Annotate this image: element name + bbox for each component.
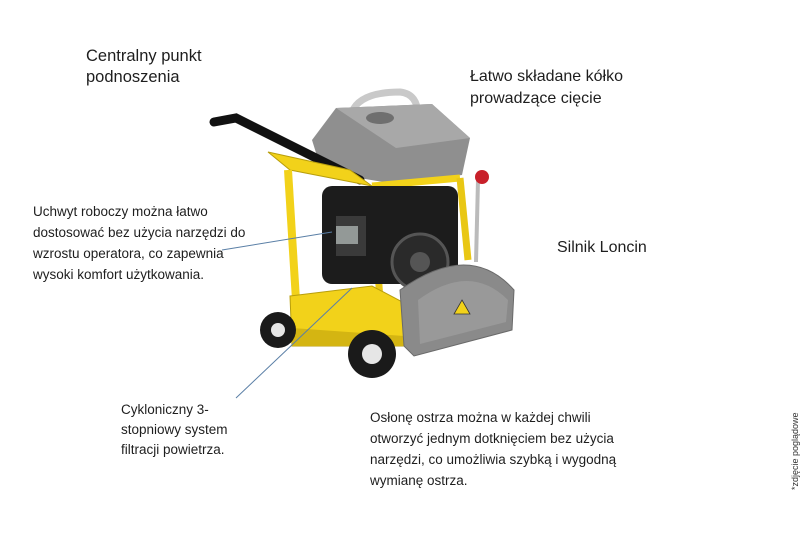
illustrative-photo-note: *zdjęcie poglądowe [790,412,800,490]
pointer-filter [235,287,353,399]
label-handle: Uchwyt roboczy można łatwo dostosować be… [33,204,246,282]
label-lift-point: Centralny punkt podnoszenia [86,47,202,86]
label-blade-guard: Osłonę ostrza można w każdej chwili otwo… [370,410,617,488]
label-engine: Silnik Loncin [557,239,647,256]
label-folding-wheel: Łatwo składane kółko prowadzące cięcie [470,68,623,107]
pointer-handle [221,231,333,251]
handle-bar [209,113,365,185]
label-air-filter: Cykloniczny 3- stopniowy system filtracj… [121,402,228,457]
